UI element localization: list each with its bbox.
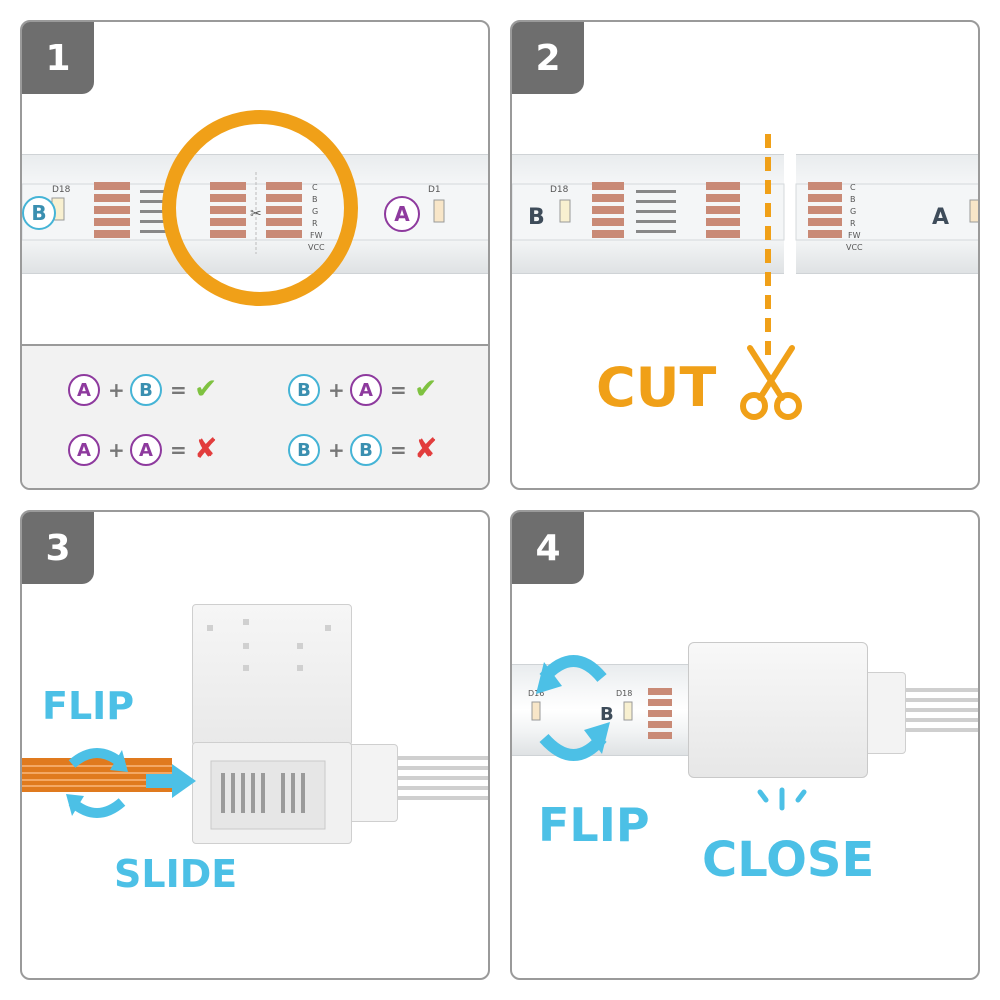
- svg-text:D18: D18: [616, 689, 632, 698]
- panel-2: 2 D18 C B G R FW VCC B A: [510, 20, 980, 490]
- svg-text:VCC: VCC: [846, 243, 863, 252]
- flip-label: FLIP: [42, 684, 135, 728]
- segment-a-marker: A: [384, 196, 420, 232]
- flip-arrows-icon: [536, 655, 610, 761]
- rule-3-plus: +: [108, 438, 125, 462]
- rule-4-invalid-icon: ✘: [414, 432, 438, 465]
- rule-2-equals: =: [390, 378, 407, 402]
- rule-1-equals: =: [170, 378, 187, 402]
- closed-clip-connector: [688, 642, 868, 778]
- rule-1-left: A: [68, 374, 100, 406]
- svg-text:FW: FW: [848, 231, 861, 240]
- close-label: CLOSE: [702, 832, 875, 888]
- svg-text:G: G: [850, 207, 856, 216]
- svg-text:D18: D18: [550, 185, 569, 195]
- svg-text:B: B: [600, 704, 614, 725]
- svg-text:B: B: [850, 195, 856, 204]
- rule-1-valid-icon: ✔: [194, 372, 218, 405]
- click-indicator-icon: [757, 787, 807, 811]
- step-number-badge: 1: [22, 22, 94, 94]
- flip-label: FLIP: [538, 798, 650, 852]
- svg-text:C: C: [850, 183, 856, 192]
- cut-point-highlight-ring: [162, 110, 358, 306]
- clip-connector-lid: [192, 604, 352, 746]
- wire-plug: [348, 744, 398, 822]
- segment-b-marker: B: [22, 196, 56, 230]
- rule-4-plus: +: [328, 438, 345, 462]
- step-number-badge: 2: [512, 22, 584, 94]
- rule-1-plus: +: [108, 378, 125, 402]
- panel-3: 3: [20, 510, 490, 980]
- cut-line: [765, 134, 771, 356]
- svg-text:R: R: [850, 219, 856, 228]
- slide-arrow-icon: [146, 764, 196, 798]
- slide-label: SLIDE: [114, 852, 238, 896]
- svg-text:D1: D1: [428, 185, 441, 195]
- cut-label: CUT: [596, 356, 717, 419]
- clip-connector-base: [192, 742, 352, 844]
- wire-plug: [864, 672, 906, 754]
- rule-2-left: B: [288, 374, 320, 406]
- rule-3-equals: =: [170, 438, 187, 462]
- step-number-badge: 3: [22, 512, 94, 584]
- rule-2-valid-icon: ✔: [414, 372, 438, 405]
- rule-4-right: B: [350, 434, 382, 466]
- flip-arrows-icon: [66, 748, 128, 818]
- rule-1-right: B: [130, 374, 162, 406]
- rule-3-right: A: [130, 434, 162, 466]
- panel-4: 4 D16 D18 B FLIP CLOSE: [510, 510, 980, 980]
- rule-3-left: A: [68, 434, 100, 466]
- strip-detail-svg: D18 C B G R FW VCC B A: [512, 182, 978, 252]
- rule-3-invalid-icon: ✘: [194, 432, 218, 465]
- rule-2-plus: +: [328, 378, 345, 402]
- rule-2-right: A: [350, 374, 382, 406]
- copper-pads-left: [94, 182, 130, 238]
- scissors-icon: [740, 345, 802, 420]
- svg-text:D18: D18: [52, 185, 71, 195]
- step-number-badge: 4: [512, 512, 584, 584]
- segment-a-label: A: [932, 205, 949, 230]
- panel-1: 1 ✂ C B G R FW VCC: [20, 20, 490, 490]
- rule-4-equals: =: [390, 438, 407, 462]
- rule-4-left: B: [288, 434, 320, 466]
- segment-b-label: B: [528, 205, 545, 230]
- compatibility-rules: A + B = ✔ B + A = ✔ A + A = ✘ B + B = ✘: [22, 344, 488, 488]
